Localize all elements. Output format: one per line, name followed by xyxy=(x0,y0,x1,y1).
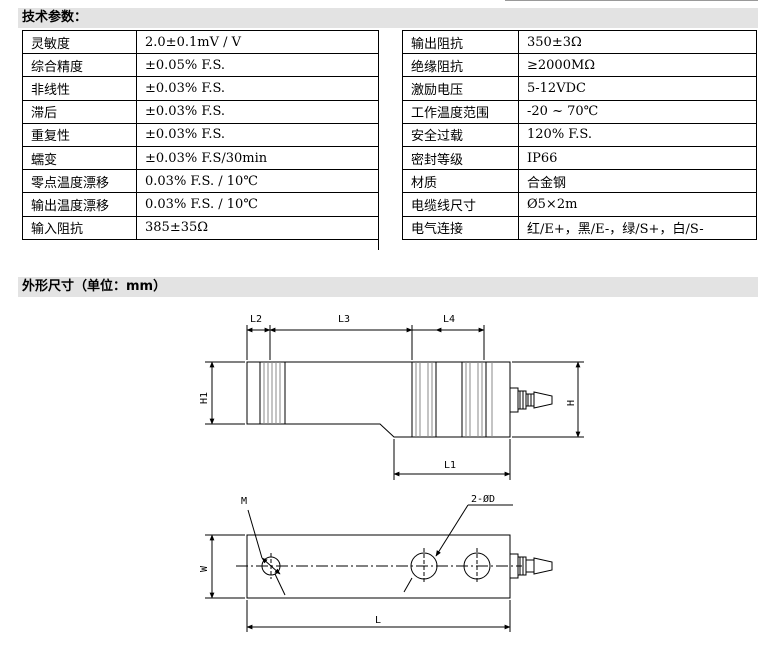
spec-label: 非线性 xyxy=(22,76,137,101)
section-title-tech-params: 技术参数： xyxy=(18,8,758,28)
dim-label-m: M xyxy=(241,496,247,507)
spec-value: 红/E+，黑/E-，绿/S+，白/S- xyxy=(518,215,757,240)
spec-value: 0.03% F.S. / 10℃ xyxy=(136,192,379,217)
spec-value: ±0.03% F.S. xyxy=(136,99,379,124)
section-title-dimensions: 外形尺寸（单位：mm） xyxy=(18,277,758,297)
spec-label: 输入阻抗 xyxy=(22,215,137,240)
dim-label-w: W xyxy=(199,565,210,572)
spec-label: 绝缘阻抗 xyxy=(402,53,519,78)
spec-value: 5-12VDC xyxy=(518,76,757,101)
spec-label: 零点温度漂移 xyxy=(22,169,137,194)
spec-value: 0.03% F.S. / 10℃ xyxy=(136,169,379,194)
table-row: 绝缘阻抗≥2000MΩ xyxy=(402,53,757,78)
cable-gland xyxy=(509,387,553,413)
top-view-labels: M 2-ØD W L xyxy=(199,493,495,626)
side-body-outline xyxy=(246,361,511,438)
side-view xyxy=(205,325,584,480)
spec-label: 输出温度漂移 xyxy=(22,192,137,217)
dim-label-l3: L3 xyxy=(338,314,350,325)
table-row: 工作温度范围-20 ~ 70℃ xyxy=(402,99,757,124)
spec-value: ±0.05% F.S. xyxy=(136,53,379,78)
table-row: 综合精度±0.05% F.S. xyxy=(22,53,379,78)
dim-label-l: L xyxy=(375,615,381,626)
dim-label-l1: L1 xyxy=(444,460,456,471)
table-row: 重复性±0.03% F.S. xyxy=(22,122,379,147)
spec-value: IP66 xyxy=(518,145,757,171)
spec-value: 2.0±0.1mV / V xyxy=(136,29,379,55)
spec-label: 蠕变 xyxy=(22,145,137,171)
table-separator-line xyxy=(378,30,379,250)
dim-label-h: H xyxy=(566,400,577,406)
top-view xyxy=(205,504,553,632)
spec-label: 滞后 xyxy=(22,99,137,124)
table-row: 滞后±0.03% F.S. xyxy=(22,99,379,124)
spec-value: ≥2000MΩ xyxy=(518,53,757,78)
table-row: 电气连接红/E+，黑/E-，绿/S+，白/S- xyxy=(402,215,757,240)
spec-value: ±0.03% F.S. xyxy=(136,122,379,147)
dim-label-holes: 2-ØD xyxy=(471,493,495,505)
spec-value: -20 ~ 70℃ xyxy=(518,99,757,124)
spec-label: 电气连接 xyxy=(402,215,519,240)
dim-label-l2: L2 xyxy=(250,314,262,325)
spec-value: ±0.03% F.S/30min xyxy=(136,145,379,171)
spec-label: 输出阻抗 xyxy=(402,29,519,55)
side-view-labels: L2 L3 L4 H1 H L1 xyxy=(199,314,577,471)
top-divider-line xyxy=(505,0,758,1)
cable-gland-top xyxy=(509,553,553,579)
spec-value: Ø5×2m xyxy=(518,192,757,217)
spec-value: 120% F.S. xyxy=(518,122,757,147)
spec-value: 350±3Ω xyxy=(518,29,757,55)
spec-label: 重复性 xyxy=(22,122,137,147)
table-row: 非线性±0.03% F.S. xyxy=(22,76,379,101)
dim-label-l4: L4 xyxy=(443,314,455,325)
spec-value: 385±35Ω xyxy=(136,215,379,240)
spec-label: 激励电压 xyxy=(402,76,519,101)
spec-label: 综合精度 xyxy=(22,53,137,78)
spec-value: ±0.03% F.S. xyxy=(136,76,379,101)
dim-label-h1: H1 xyxy=(199,392,210,404)
table-row: 蠕变±0.03% F.S/30min xyxy=(22,145,379,171)
spec-label: 材质 xyxy=(402,169,519,194)
